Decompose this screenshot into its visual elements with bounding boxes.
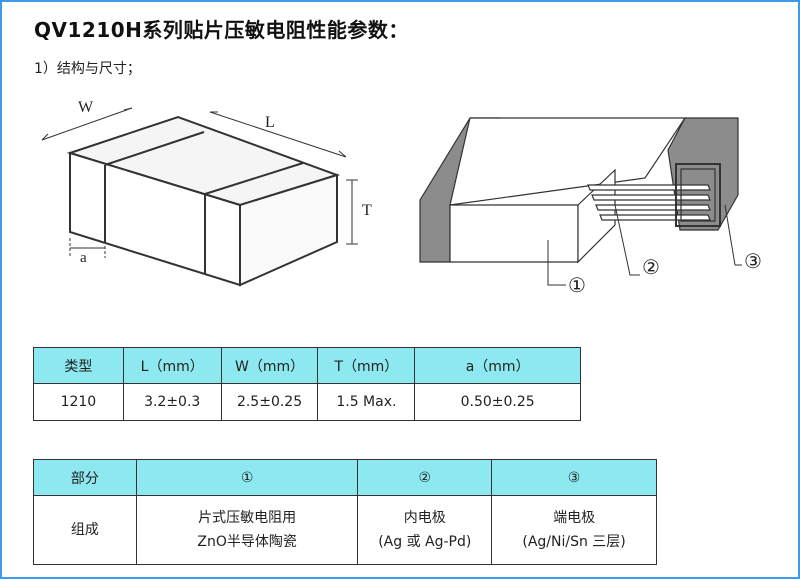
label-l: L [265, 114, 275, 131]
page-title: QV1210H系列贴片压敏电阻性能参数： [34, 18, 409, 42]
chip-dimension-drawing [66, 115, 341, 287]
cell-part2: 内电极 (Ag 或 Ag-Pd) [357, 495, 493, 565]
label-t: T [362, 202, 372, 219]
header-thickness: T（mm） [317, 347, 416, 384]
section-subtitle: 1）结构与尺寸； [34, 61, 141, 77]
label-part2: ② [642, 255, 660, 279]
dimension-lines [41, 107, 358, 258]
cell-part2-line2: (Ag 或 Ag-Pd) [378, 534, 472, 550]
label-a: a [80, 250, 87, 266]
composition-table-header: 部分 ① ② ③ [33, 459, 657, 496]
label-w: W [78, 99, 94, 116]
dimension-table: 类型 L（mm） W（mm） T（mm） a（mm） 1210 3.2±0.3 … [33, 347, 581, 421]
leader-lines [547, 204, 742, 286]
cell-part3-line2: (Ag/Ni/Sn 三层) [522, 534, 626, 550]
composition-table: 部分 ① ② ③ 组成 片式压敏电阻用 ZnO半导体陶瓷 内电极 (Ag 或 A… [33, 459, 657, 565]
label-part3: ③ [744, 249, 762, 273]
dimension-table-header: 类型 L（mm） W（mm） T（mm） a（mm） [33, 347, 581, 384]
cell-part3-line1: 端电极 [553, 510, 596, 526]
header-part: 部分 [33, 459, 137, 496]
header-part1: ① [135, 459, 359, 496]
header-part3: ③ [491, 459, 657, 496]
cell-part1-line2: ZnO半导体陶瓷 [197, 534, 297, 550]
chip-internal-structure [419, 117, 739, 264]
cell-part3: 端电极 (Ag/Ni/Sn 三层) [491, 495, 657, 565]
cell-part2-line1: 内电极 [403, 510, 446, 526]
cell-part1-line1: 片式压敏电阻用 [198, 510, 297, 526]
structure-diagram: W L T a ① ② ③ [41, 99, 762, 297]
cell-a: 0.50±0.25 [414, 383, 581, 421]
header-width: W（mm） [220, 347, 319, 384]
row-label-composition: 组成 [33, 495, 137, 565]
header-length: L（mm） [122, 347, 222, 384]
cell-thickness: 1.5 Max. [317, 383, 416, 421]
table-row: 1210 3.2±0.3 2.5±0.25 1.5 Max. 0.50±0.25 [33, 383, 581, 421]
label-part1: ① [568, 273, 586, 297]
cell-type: 1210 [33, 383, 124, 421]
cell-length: 3.2±0.3 [122, 383, 222, 421]
header-part2: ② [357, 459, 493, 496]
header-type: 类型 [33, 347, 124, 384]
cell-part1: 片式压敏电阻用 ZnO半导体陶瓷 [135, 495, 359, 565]
table-row: 组成 片式压敏电阻用 ZnO半导体陶瓷 内电极 (Ag 或 Ag-Pd) 端电极… [33, 495, 657, 565]
cell-width: 2.5±0.25 [220, 383, 319, 421]
header-a: a（mm） [414, 347, 581, 384]
